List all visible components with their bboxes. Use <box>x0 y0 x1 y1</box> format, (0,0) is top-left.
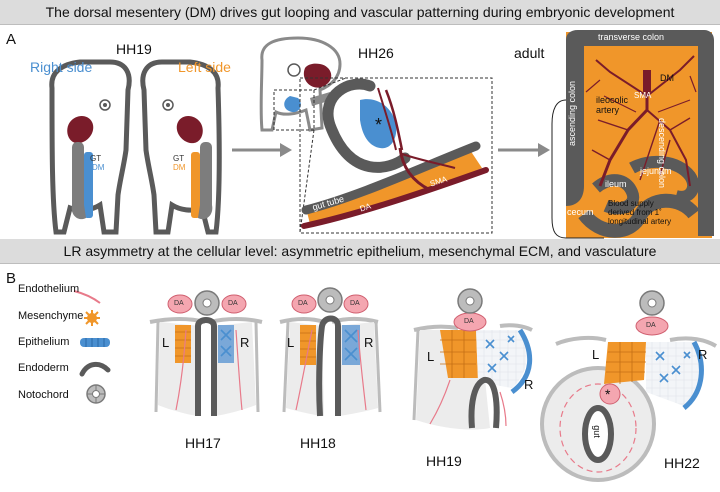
ileum-label: ileum <box>605 179 627 189</box>
epithelium-icon <box>80 338 110 347</box>
legend-notochord: Notochord <box>18 389 69 401</box>
da-label: DA <box>174 300 184 307</box>
cecum-label: cecum <box>567 207 594 217</box>
legend-endoderm: Endoderm <box>18 362 69 374</box>
arrow-right-icon <box>280 143 292 157</box>
ileocolic-artery-label: ileocolic artery <box>596 95 629 115</box>
adult-sma-label: SMA <box>634 91 652 100</box>
stage-label-hh22: HH22 <box>664 455 700 471</box>
section-banner: LR asymmetry at the cellular level: asym… <box>0 239 720 264</box>
panel-letter-a: A <box>6 31 17 48</box>
legend-epithelium: Epithelium <box>18 336 70 348</box>
gt-label: GT <box>90 154 102 163</box>
legend-endothelium: Endothelium <box>18 283 80 295</box>
star-marker: * <box>605 386 611 402</box>
section-hh19 <box>412 288 533 430</box>
right-marker: R <box>524 377 534 392</box>
gt-label: GT <box>173 154 185 163</box>
jejunum-label: jejunum <box>640 166 672 176</box>
stage-label-hh19b: HH19 <box>426 453 462 469</box>
left-side-label: Left side <box>178 59 231 75</box>
stage-label-hh18: HH18 <box>300 435 336 451</box>
dm-label: DM <box>92 163 105 172</box>
section-hh17 <box>149 290 263 416</box>
stage-label-hh19: HH19 <box>116 41 152 57</box>
star-marker: * <box>375 115 383 135</box>
left-marker: L <box>427 349 435 364</box>
da-label: DA <box>464 318 474 325</box>
blood-supply-label: Blood supply derived from 1˚ longitudina… <box>608 199 672 226</box>
ascending-colon-label: ascending colon <box>567 80 577 146</box>
section-title: LR asymmetry at the cellular level: asym… <box>63 243 657 259</box>
endothelium-icon <box>73 290 101 304</box>
legend-icons <box>73 290 111 404</box>
arrow-right-icon <box>538 143 550 157</box>
left-marker: L <box>287 335 295 350</box>
dm-label: DM <box>173 163 186 172</box>
heart-icon <box>67 116 94 144</box>
left-marker: L <box>592 347 600 362</box>
transverse-colon-label: transverse colon <box>598 32 665 42</box>
embryo-hh26 <box>259 36 342 132</box>
heart-icon <box>176 116 203 144</box>
right-marker: R <box>240 335 250 350</box>
adult-label: adult <box>514 45 545 61</box>
da-label: DA <box>298 300 308 307</box>
notochord-icon <box>86 384 106 404</box>
right-marker: R <box>698 347 708 362</box>
right-side-label: Right side <box>30 59 93 75</box>
adult-intestine <box>551 30 714 239</box>
figure-title: The dorsal mesentery (DM) drives gut loo… <box>45 4 675 20</box>
da-label: DA <box>228 300 238 307</box>
da-label: DA <box>350 300 360 307</box>
gut-label: gut <box>591 425 602 438</box>
endoderm-icon <box>79 362 111 377</box>
stage-label-hh26: HH26 <box>358 45 394 61</box>
descending-colon-label: descending colon <box>657 118 667 189</box>
right-marker: R <box>364 335 374 350</box>
panel-letter-b: B <box>6 270 17 287</box>
heart-icon <box>303 63 332 88</box>
section-hh22 <box>540 290 718 482</box>
legend-mesenchyme: Mesenchyme <box>18 310 84 322</box>
stage-label-hh17: HH17 <box>185 435 221 451</box>
top-banner: The dorsal mesentery (DM) drives gut loo… <box>0 0 720 25</box>
left-marker: L <box>162 335 170 350</box>
hh26-gut-loop <box>301 78 489 229</box>
da-label: DA <box>646 322 656 329</box>
embryo-left-side <box>140 59 222 235</box>
section-hh18 <box>279 287 382 417</box>
embryo-right-side <box>49 59 132 235</box>
adult-dm-label: DM <box>660 73 674 83</box>
mesenchyme-icon <box>84 310 100 326</box>
